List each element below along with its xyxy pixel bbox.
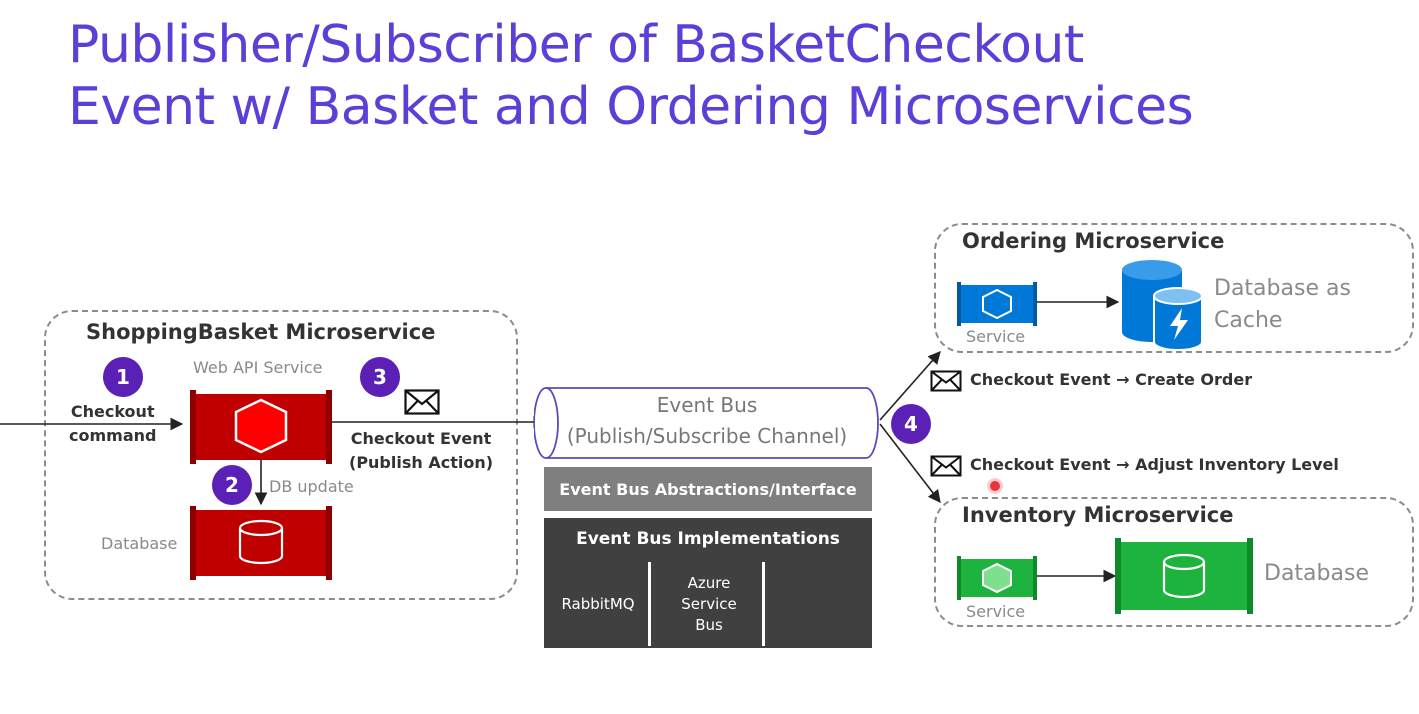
inventory-database-block[interactable] [1115,538,1253,614]
step-badge-3: 3 [360,357,400,397]
slide-title-line-1: Publisher/Subscriber of BasketCheckout [68,15,1084,75]
ordering-db-label-line-2: Cache [1214,308,1283,333]
ordering-db-label-line-1: Database as [1214,276,1351,301]
ordering-microservice-box [934,223,1414,353]
ordering-cache-database-icon [1122,260,1203,350]
event-bus-abstractions-bar: Event Bus Abstractions/Interface [544,467,872,511]
ordering-microservice-title: Ordering Microservice [962,229,1225,253]
hexagon-icon [982,562,1012,594]
inventory-db-label: Database [1264,561,1369,586]
web-api-service-label: Web API Service [193,358,323,377]
step-badge-4: 4 [891,404,931,444]
inventory-microservice-title: Inventory Microservice [962,503,1234,527]
impl-rabbitmq: RabbitMQ [548,562,651,646]
event-bus-title: Event Bus [656,393,758,417]
event-bus-tube[interactable] [534,386,880,460]
ordering-service-label: Service [966,327,1026,346]
bus-to-inventory-arrow [879,423,941,504]
inventory-event-label: Checkout Event → Adjust Inventory Level [970,455,1339,474]
publish-event-line-2: (Publish Action) [349,453,494,472]
db-update-label: DB update [269,477,354,496]
envelope-icon [930,455,962,477]
checkout-command-line-2: command [69,426,157,445]
basket-microservice-title: ShoppingBasket Microservice [86,320,436,344]
publish-event-label: Checkout Event (Publish Action) [349,427,493,475]
envelope-icon [930,370,962,392]
slide-title-line-2: Event w/ Basket and Ordering Microservic… [68,77,1194,137]
web-api-service-block[interactable] [190,390,332,464]
inventory-microservice-box [934,497,1414,627]
slide-title: Publisher/Subscriber of BasketCheckout E… [68,14,1194,138]
step-badge-2: 2 [212,465,252,505]
hexagon-icon [982,288,1012,320]
impl-azure-service-bus: Azure Service Bus [656,562,765,646]
database-cylinder-icon [238,519,284,565]
checkout-command-label: Checkout command [69,400,156,448]
basket-microservice-box [44,310,518,600]
database-cylinder-icon [1162,553,1206,599]
envelope-icon [404,389,440,415]
event-bus-implementations-title: Event Bus Implementations [576,529,840,549]
ordering-event-label: Checkout Event → Create Order [970,370,1253,389]
inventory-service-block[interactable] [957,556,1037,600]
basket-database-block[interactable] [190,506,332,580]
ordering-db-label: Database as Cache [1214,273,1351,337]
inventory-service-label: Service [966,602,1026,621]
ordering-service-block[interactable] [957,282,1037,326]
checkout-command-line-1: Checkout [70,402,155,421]
cursor-dot [990,481,1000,491]
event-bus-subtitle: (Publish/Subscribe Channel) [566,424,848,448]
impl-empty [770,562,870,646]
lightning-icon [1170,308,1188,340]
basket-database-label: Database [101,534,178,553]
publish-event-line-1: Checkout Event [350,429,492,448]
step-badge-1: 1 [103,357,143,397]
hexagon-icon [234,398,288,454]
bus-to-ordering-arrow [879,351,941,421]
